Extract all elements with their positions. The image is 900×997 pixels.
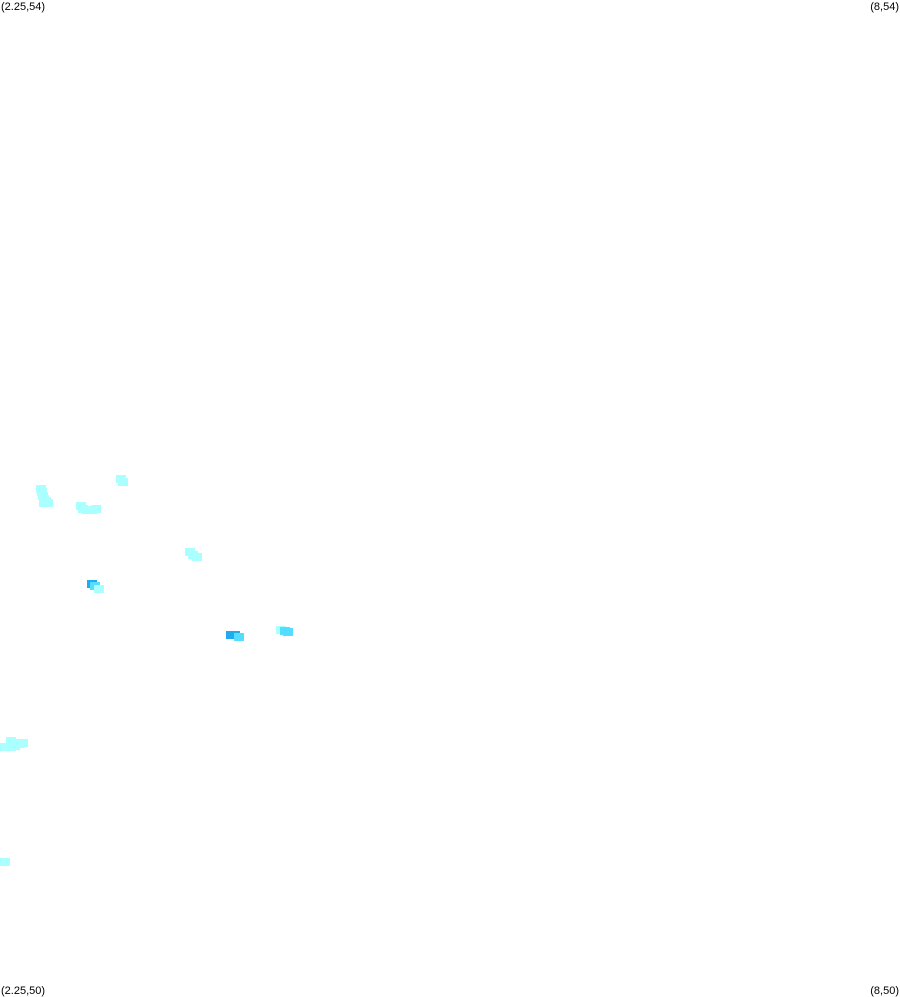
raster-cells-layer [0, 475, 293, 866]
corner-label-top-right: (8,54) [870, 1, 899, 13]
raster-cell [91, 505, 101, 513]
raster-cell [18, 739, 28, 747]
raster-cell [94, 585, 104, 593]
corner-label-top-left: (2.25,54) [1, 1, 46, 13]
raster-cell [118, 478, 128, 486]
raster-cell [234, 633, 244, 641]
raster-cell [0, 858, 10, 866]
corner-label-bottom-left: (2.25,50) [1, 985, 46, 997]
raster-cell [283, 628, 293, 636]
corner-label-bottom-right: (8,50) [870, 985, 899, 997]
raster-cell [192, 553, 202, 561]
raster-cell [43, 499, 53, 507]
